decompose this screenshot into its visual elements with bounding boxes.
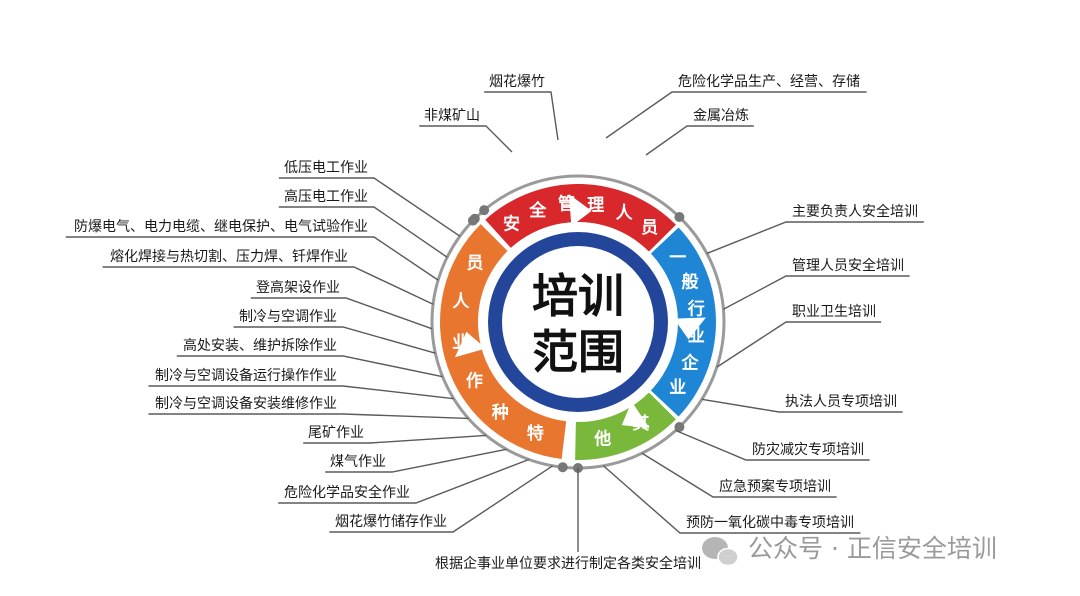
label-special: 防爆电气、电力电缆、继电保护、电气试验作业 — [74, 219, 368, 235]
segment-mgmt-char: 全 — [528, 200, 547, 221]
segment-general-char: 行 — [687, 298, 705, 319]
segment-special-char: 人 — [452, 292, 470, 312]
label-general: 职业卫生培训 — [792, 304, 876, 320]
segment-general-char: 一 — [669, 248, 686, 268]
segment-special — [440, 224, 567, 460]
label-special-leader — [325, 448, 507, 473]
label-other: 防灾减灾专项培训 — [752, 441, 864, 458]
segment-general-char: 企 — [680, 352, 699, 373]
segment-mgmt-char: 理 — [587, 195, 604, 215]
segment-mgmt-char: 安 — [503, 213, 520, 234]
label-other-leader — [602, 465, 861, 534]
label-top-right: 危险化学品生产、经营、存储 — [678, 74, 860, 90]
segment-special-char: 员 — [466, 254, 483, 274]
label-other-leader — [675, 429, 870, 461]
label-general: 主要负责人安全培训 — [792, 203, 918, 220]
label-top-left: 非煤矿山 — [424, 108, 480, 124]
label-general-leader — [706, 221, 924, 255]
label-special: 高压电工作业 — [284, 188, 368, 205]
inner-core — [502, 246, 654, 398]
label-general-leader — [716, 321, 882, 368]
segment-mgmt-char: 员 — [641, 218, 658, 238]
arrow-special-icon — [454, 331, 486, 358]
segment-general-char: 业 — [669, 378, 686, 398]
label-special: 低压电工作业 — [284, 160, 368, 176]
label-special: 制冷与空调作业 — [239, 309, 337, 325]
label-special: 烟花爆竹储存作业 — [335, 514, 447, 530]
label-special-leader — [65, 236, 439, 281]
label-top-right-leader — [605, 91, 867, 139]
label-other: 预防一氧化碳中毒专项培训 — [686, 515, 854, 531]
label-special: 熔化焊接与热切割、压力焊、钎焊作业 — [110, 248, 348, 265]
label-general: 管理人员安全培训 — [792, 257, 904, 274]
segment-special-char: 作 — [466, 370, 483, 391]
label-special: 高处安装、维护拆除作业 — [183, 337, 337, 354]
label-other: 执法人员专项培训 — [785, 394, 897, 410]
ring-dot — [557, 462, 568, 473]
label-special: 制冷与空调设备运行操作作业 — [155, 367, 337, 384]
segment-mgmt-char: 人 — [616, 203, 634, 223]
arrow-general-icon — [673, 317, 706, 340]
label-special: 煤气作业 — [330, 454, 386, 470]
label-special-leader — [250, 297, 433, 330]
label-top-right-leader — [645, 125, 754, 156]
watermark: 公众号 · 正信安全培训 — [702, 534, 997, 567]
label-special-leader — [278, 458, 530, 504]
label-special: 尾矿作业 — [308, 425, 364, 441]
segment-general-char: 般 — [681, 272, 698, 293]
label-general-leader — [723, 275, 910, 310]
ring-dot — [479, 205, 490, 216]
label-special-leader — [148, 413, 469, 420]
label-top-left-leader — [484, 91, 559, 141]
label-top-left-leader — [419, 125, 513, 153]
label-special: 危险化学品安全作业 — [284, 484, 410, 501]
segment-special-char: 种 — [491, 402, 509, 423]
segment-special-char: 特 — [527, 423, 544, 444]
label-special-leader — [176, 355, 443, 378]
label-special-leader — [102, 266, 434, 305]
label-bottom: 根据企事业单位要求进行制定各类安全培训 — [435, 555, 701, 572]
segment-other-char: 他 — [593, 428, 611, 449]
arrow-mgmt-icon — [569, 194, 592, 227]
label-top-right: 金属冶炼 — [693, 108, 749, 124]
label-special-leader — [278, 206, 448, 258]
watermark-text: 公众号 · 正信安全培训 — [748, 534, 997, 563]
label-other-leader — [701, 398, 903, 413]
label-special-leader — [303, 434, 487, 444]
wechat-icon-bubble — [717, 547, 739, 567]
label-other-leader — [641, 452, 837, 498]
center-title-line: 范围 — [532, 325, 624, 379]
arrow-other-icon — [621, 401, 650, 429]
label-special-leader — [148, 385, 454, 400]
center-title-line: 培训 — [532, 269, 624, 323]
label-top-left: 烟花爆竹 — [489, 74, 545, 90]
label-special-leader — [278, 177, 461, 237]
ring-dot — [674, 211, 685, 222]
label-special: 登高架设作业 — [256, 279, 340, 296]
ring-dot — [674, 422, 685, 433]
label-special: 制冷与空调设备安装维修作业 — [155, 395, 337, 412]
label-special-leader — [233, 326, 436, 354]
ring-dot — [467, 215, 478, 226]
label-special-leader — [329, 465, 554, 533]
label-other: 应急预案专项培训 — [719, 478, 831, 495]
segment-other — [575, 392, 676, 460]
